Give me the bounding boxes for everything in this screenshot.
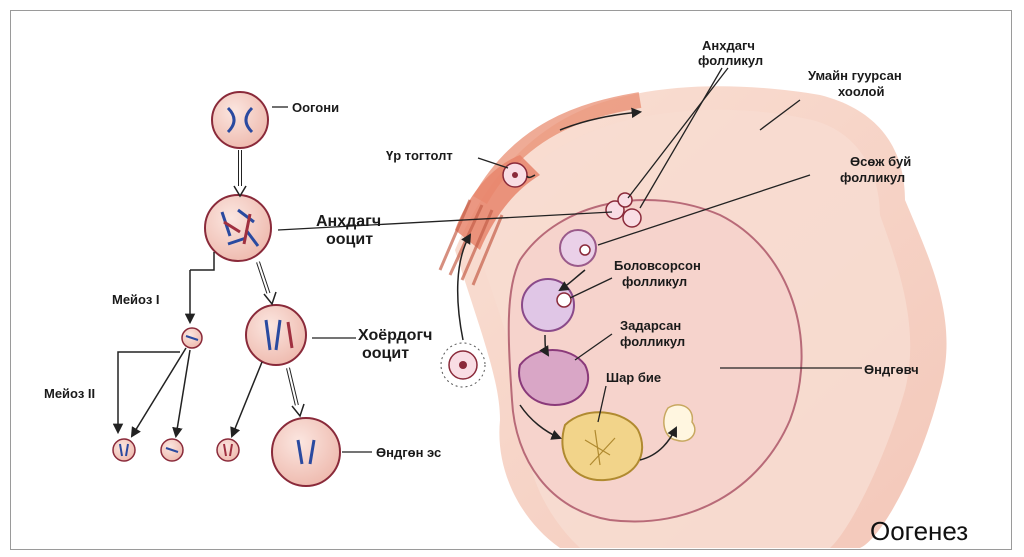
primary-oocyte-cell [205,195,271,261]
oogonium-cell [212,92,268,148]
label-oogonia: Оогони [292,100,339,115]
label-primordial-follicle-2: фолликул [698,53,763,68]
secondary-oocyte-cell [246,305,306,365]
label-ovum: Өндгөн эс [376,445,441,460]
label-fallopian-tube-2: хоолой [838,84,884,99]
label-mature-follicle-2: фолликул [622,274,687,289]
label-primordial-follicle-1: Анхдагч [702,38,755,53]
label-fertilization: Үр тогтолт [386,148,453,163]
ovum-cell [272,418,340,486]
fertilization-cell [503,163,527,187]
label-corpus-luteum: Шар бие [606,370,661,385]
growing-follicle [560,230,596,266]
first-polar-body [182,328,202,348]
ovulated-oocyte [441,343,485,387]
label-fallopian-tube-1: Умайн гуурсан [808,68,902,83]
label-ruptured-follicle-1: Задарсан [620,318,681,333]
label-ovary: Өндгөвч [864,362,919,377]
corpus-luteum [562,412,642,480]
label-primary-oocyte-1: Анхдагч [316,213,381,230]
label-growing-follicle-1: Өсөж буй [850,154,911,169]
label-meiosis-2: Мейоз II [44,386,95,401]
polar-bodies [113,439,239,461]
label-ruptured-follicle-2: фолликул [620,334,685,349]
mature-follicle [522,279,574,331]
label-primary-oocyte-2: ооцит [326,231,373,248]
label-mature-follicle-1: Боловсорсон [614,258,701,273]
label-secondary-oocyte-2: ооцит [362,345,409,362]
label-meiosis-1: Мейоз I [112,292,160,307]
label-secondary-oocyte-1: Хоёрдогч [358,327,432,344]
label-growing-follicle-2: фолликул [840,170,905,185]
caption: Оогенез [870,516,968,546]
corpus-albicans [664,405,695,441]
